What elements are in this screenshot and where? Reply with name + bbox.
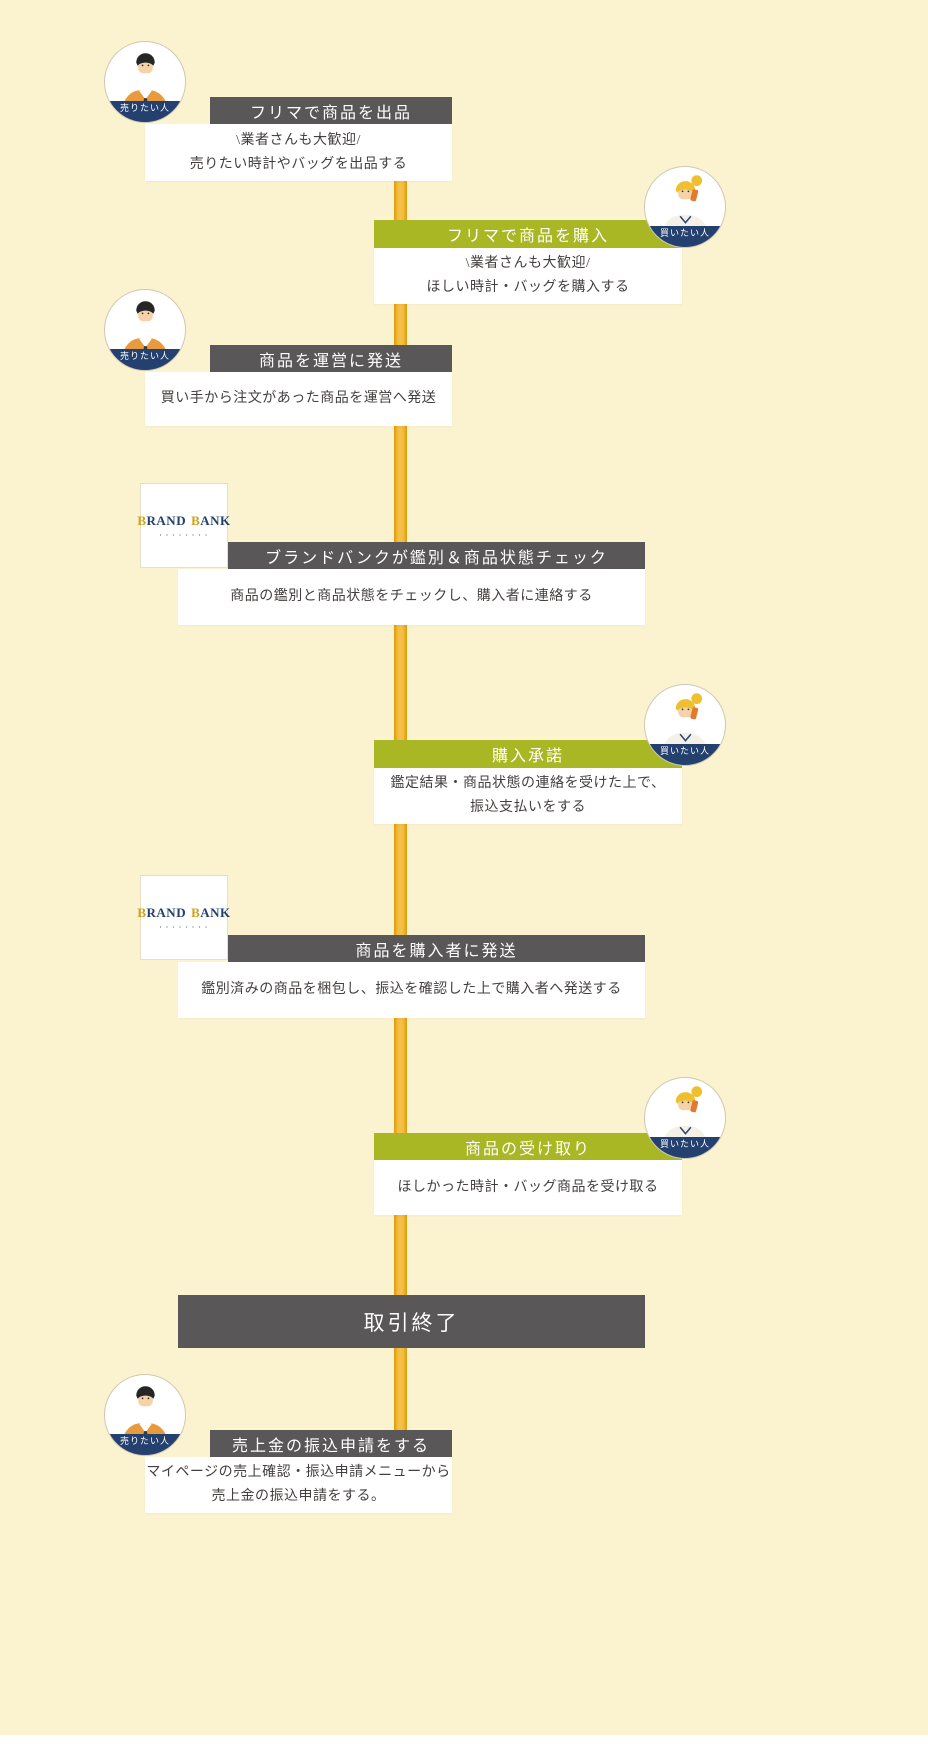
step-2-desc-line-1: \業者さんも大歓迎/	[465, 256, 591, 272]
step-1-desc-box: \業者さんも大歓迎/ 売りたい時計やバッグを出品する	[145, 124, 452, 181]
buyer-avatar-label: 買いたい人	[645, 744, 725, 765]
brand-bank-tagline: ・・・・・・・・	[157, 925, 210, 931]
buyer-avatar-label: 買いたい人	[645, 1137, 725, 1158]
step-1-desc-line-1: \業者さんも大歓迎/	[236, 132, 361, 148]
step-5-buyer-avatar: 買いたい人	[644, 684, 726, 766]
logo-initial-2: B	[191, 904, 201, 920]
step-7-title-bar: 商品の受け取り	[374, 1133, 682, 1160]
step-2-buyer-avatar: 買いたい人	[644, 166, 726, 248]
step-7-buyer-avatar: 買いたい人	[644, 1077, 726, 1159]
step-6-title-bar: 商品を購入者に発送	[228, 935, 645, 962]
step-5-desc-line-2: 振込支払いをする	[470, 800, 586, 815]
step-1-desc-line-2: 売りたい時計やバッグを出品する	[189, 156, 408, 172]
logo-rest-2: ANK	[200, 512, 231, 528]
step-4-title: ブランドバンクが鑑別＆商品状態チェック	[265, 549, 608, 567]
step-2-desc-box: \業者さんも大歓迎/ ほしい時計・バッグを購入する	[374, 248, 682, 304]
step-6-desc-line-1: 鑑別済みの商品を梱包し、振込を確認した上で購入者へ発送する	[201, 982, 622, 998]
step-8-title: 取引終了	[363, 1310, 460, 1335]
step-4-desc-line-1: 商品の鑑別と商品状態をチェックし、購入者に連絡する	[230, 589, 593, 605]
step-2-title: フリマで商品を購入	[446, 228, 609, 245]
step-3-desc-line-1: 買い手から注文があった商品を運営へ発送	[160, 391, 437, 407]
step-3-title-bar: 商品を運営に発送	[210, 345, 452, 372]
brand-bank-tagline: ・・・・・・・・	[157, 533, 210, 539]
step-8-transaction-complete-bar: 取引終了	[178, 1295, 645, 1348]
step-2-desc-line-2: ほしい時計・バッグを購入する	[426, 280, 630, 295]
step-5-desc-box: 鑑定結果・商品状態の連絡を受けた上で、 振込支払いをする	[374, 768, 682, 824]
logo-rest-1: RAND	[146, 904, 187, 920]
step-9-seller-avatar: 売りたい人	[104, 1374, 186, 1456]
step-3-title: 商品を運営に発送	[258, 352, 403, 370]
seller-avatar-label: 売りたい人	[105, 101, 185, 122]
step-1-title: フリマで商品を出品	[249, 104, 412, 122]
step-1-seller-avatar: 売りたい人	[104, 41, 186, 123]
seller-avatar-label: 売りたい人	[105, 1434, 185, 1455]
logo-rest-2: ANK	[200, 904, 231, 920]
step-9-desc-line-2: 売上金の振込申請をする。	[211, 1489, 386, 1504]
step-9-desc-box: マイページの売上確認・振込申請メニューから 売上金の振込申請をする。	[145, 1457, 452, 1513]
step-4-desc-box: 商品の鑑別と商品状態をチェックし、購入者に連絡する	[178, 569, 645, 625]
step-5-title: 購入承諾	[491, 748, 564, 765]
seller-avatar-label: 売りたい人	[105, 349, 185, 370]
step-9-title-bar: 売上金の振込申請をする	[210, 1430, 452, 1457]
step-5-desc-line-1: 鑑定結果・商品状態の連絡を受けた上で、	[390, 776, 666, 792]
step-9-title: 売上金の振込申請をする	[231, 1437, 430, 1455]
step-6-desc-box: 鑑別済みの商品を梱包し、振込を確認した上で購入者へ発送する	[178, 962, 645, 1018]
step-3-desc-box: 買い手から注文があった商品を運営へ発送	[145, 372, 452, 426]
buyer-avatar-label: 買いたい人	[645, 226, 725, 247]
step-9-desc-line-1: マイページの売上確認・振込申請メニューから	[146, 1465, 451, 1481]
step-7-desc-box: ほしかった時計・バッグ商品を受け取る	[374, 1160, 682, 1215]
step-7-title: 商品の受け取り	[464, 1140, 591, 1158]
step-4-title-bar: ブランドバンクが鑑別＆商品状態チェック	[228, 542, 645, 569]
logo-rest-1: RAND	[146, 512, 187, 528]
step-3-seller-avatar: 売りたい人	[104, 289, 186, 371]
logo-initial-1: B	[137, 512, 147, 528]
step-2-title-bar: フリマで商品を購入	[374, 220, 682, 248]
step-5-title-bar: 購入承諾	[374, 740, 682, 768]
step-7-desc-line-1: ほしかった時計・バッグ商品を受け取る	[397, 1179, 659, 1195]
logo-initial-1: B	[137, 904, 147, 920]
logo-initial-2: B	[191, 512, 201, 528]
page-bottom-strip	[0, 1735, 928, 1744]
step-6-title: 商品を購入者に発送	[355, 942, 518, 960]
step-1-title-bar: フリマで商品を出品	[210, 97, 452, 124]
